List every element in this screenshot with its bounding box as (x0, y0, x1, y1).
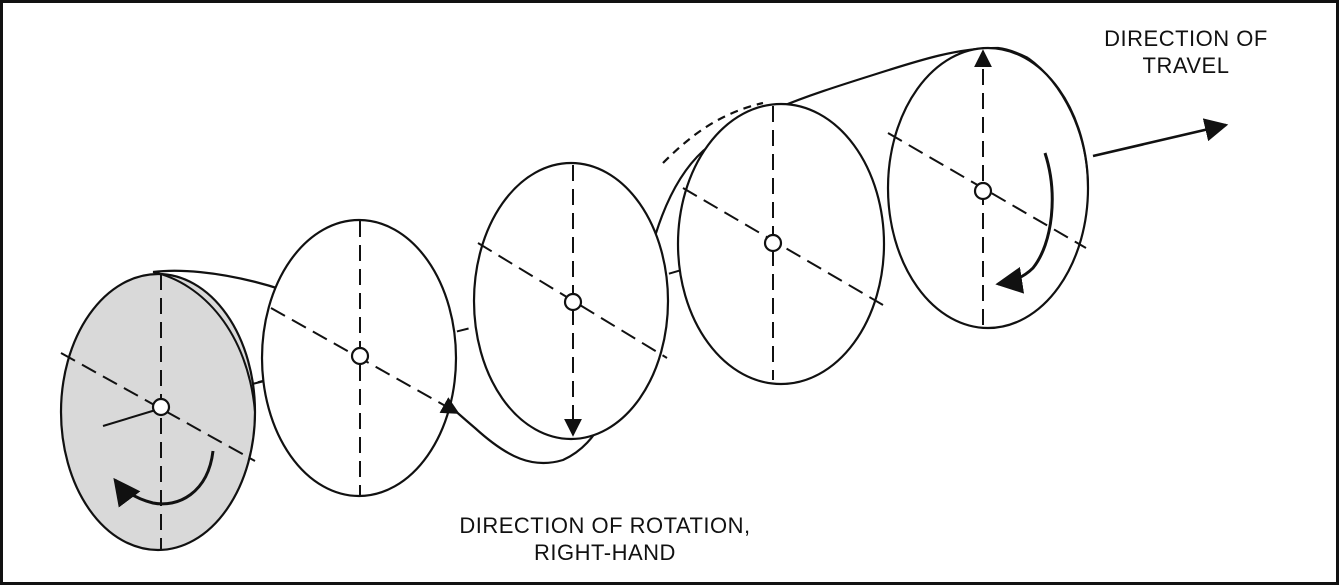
wave-disc-3 (474, 163, 668, 439)
direction-of-travel-line-1: DIRECTION OF (1053, 25, 1319, 52)
wave-disc-4 (678, 104, 884, 384)
wave-disc-2 (262, 220, 458, 496)
direction-of-travel-arrow (1093, 125, 1226, 156)
direction-of-travel-line-2: TRAVEL (1053, 52, 1319, 79)
direction-of-travel-label: DIRECTION OF TRAVEL (1053, 25, 1319, 79)
wave-disc-5 (888, 48, 1088, 328)
direction-of-rotation-line-2: RIGHT-HAND (395, 539, 815, 566)
wave-disc-1 (61, 272, 255, 550)
direction-of-rotation-label: DIRECTION OF ROTATION, RIGHT-HAND (395, 512, 815, 566)
direction-of-rotation-line-1: DIRECTION OF ROTATION, (395, 512, 815, 539)
circular-polarization-diagram (3, 3, 1336, 582)
